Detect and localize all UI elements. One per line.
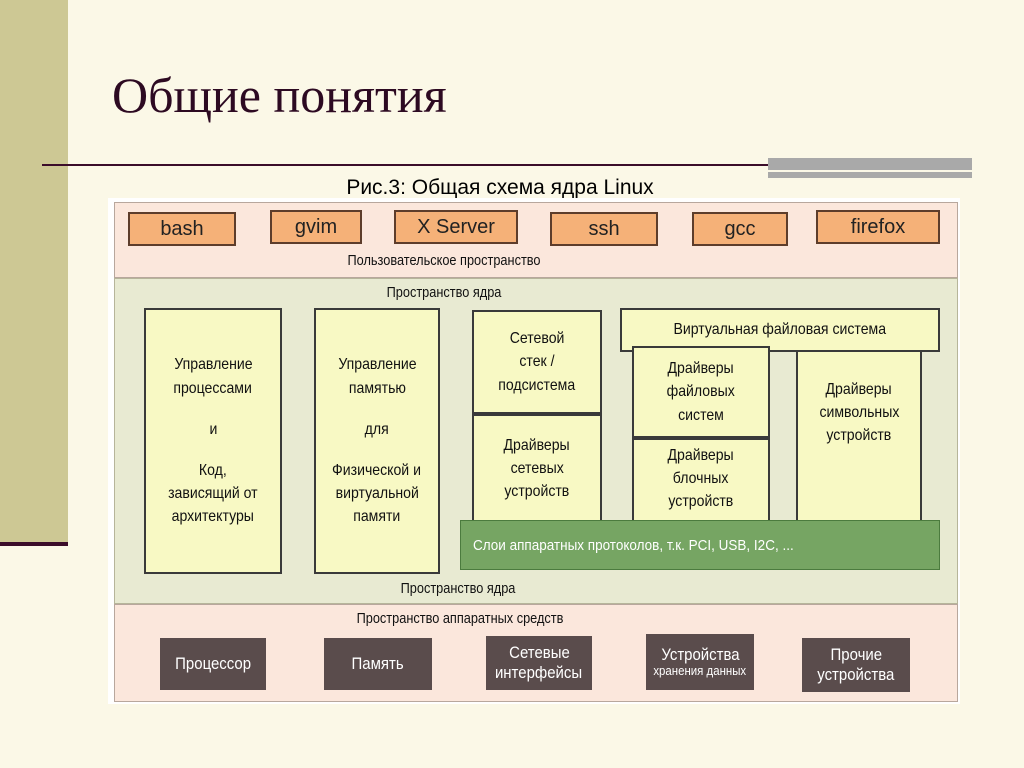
hardware-protocols-layer: Слои аппаратных протоколов, т.к. PCI, US… <box>460 520 940 570</box>
kernel-space-label-bottom: Пространство ядра <box>400 580 516 597</box>
app-xserver: X Server <box>394 210 518 244</box>
char-drivers-box: Драйверы символьных устройств <box>796 350 922 532</box>
hw-cpu: Процессор <box>160 638 266 690</box>
app-gcc: gcc <box>692 212 788 246</box>
title-divider-accent <box>768 158 972 170</box>
app-gvim: gvim <box>270 210 362 244</box>
app-ssh: ssh <box>550 212 658 246</box>
memory-management-box: Управление памятью для Физической и вирт… <box>314 308 440 574</box>
slide-title: Общие понятия <box>112 67 447 123</box>
hardware-space-label: Пространство аппаратных средств <box>356 610 564 627</box>
fs-drivers-box: Драйверы файловых систем <box>632 346 770 438</box>
block-drivers-box: Драйверы блочных устройств <box>632 438 770 528</box>
left-accent-line <box>0 542 68 546</box>
process-management-box: Управление процессами и Код, зависящий о… <box>144 308 282 574</box>
left-accent-band <box>0 0 68 545</box>
network-drivers-box: Драйверы сетевых устройств <box>472 414 602 534</box>
app-bash: bash <box>128 212 236 246</box>
network-stack-box: Сетевой стек / подсистема <box>472 310 602 414</box>
hw-network-interfaces: Сетевые интерфейсы <box>486 636 592 690</box>
hw-storage-devices: Устройства хранения данных <box>646 634 754 690</box>
app-firefox: firefox <box>816 210 940 244</box>
figure-caption: Рис.3: Общая схема ядра Linux <box>346 176 654 199</box>
title-divider-accent-lower <box>768 172 972 178</box>
user-space-label: Пользовательское пространство <box>347 252 541 269</box>
title-divider <box>42 164 972 166</box>
kernel-space-label-top: Пространство ядра <box>386 284 502 301</box>
hw-memory: Память <box>324 638 432 690</box>
vfs-box: Виртуальная файловая система <box>620 308 940 352</box>
hw-other-devices: Прочие устройства <box>802 638 910 692</box>
